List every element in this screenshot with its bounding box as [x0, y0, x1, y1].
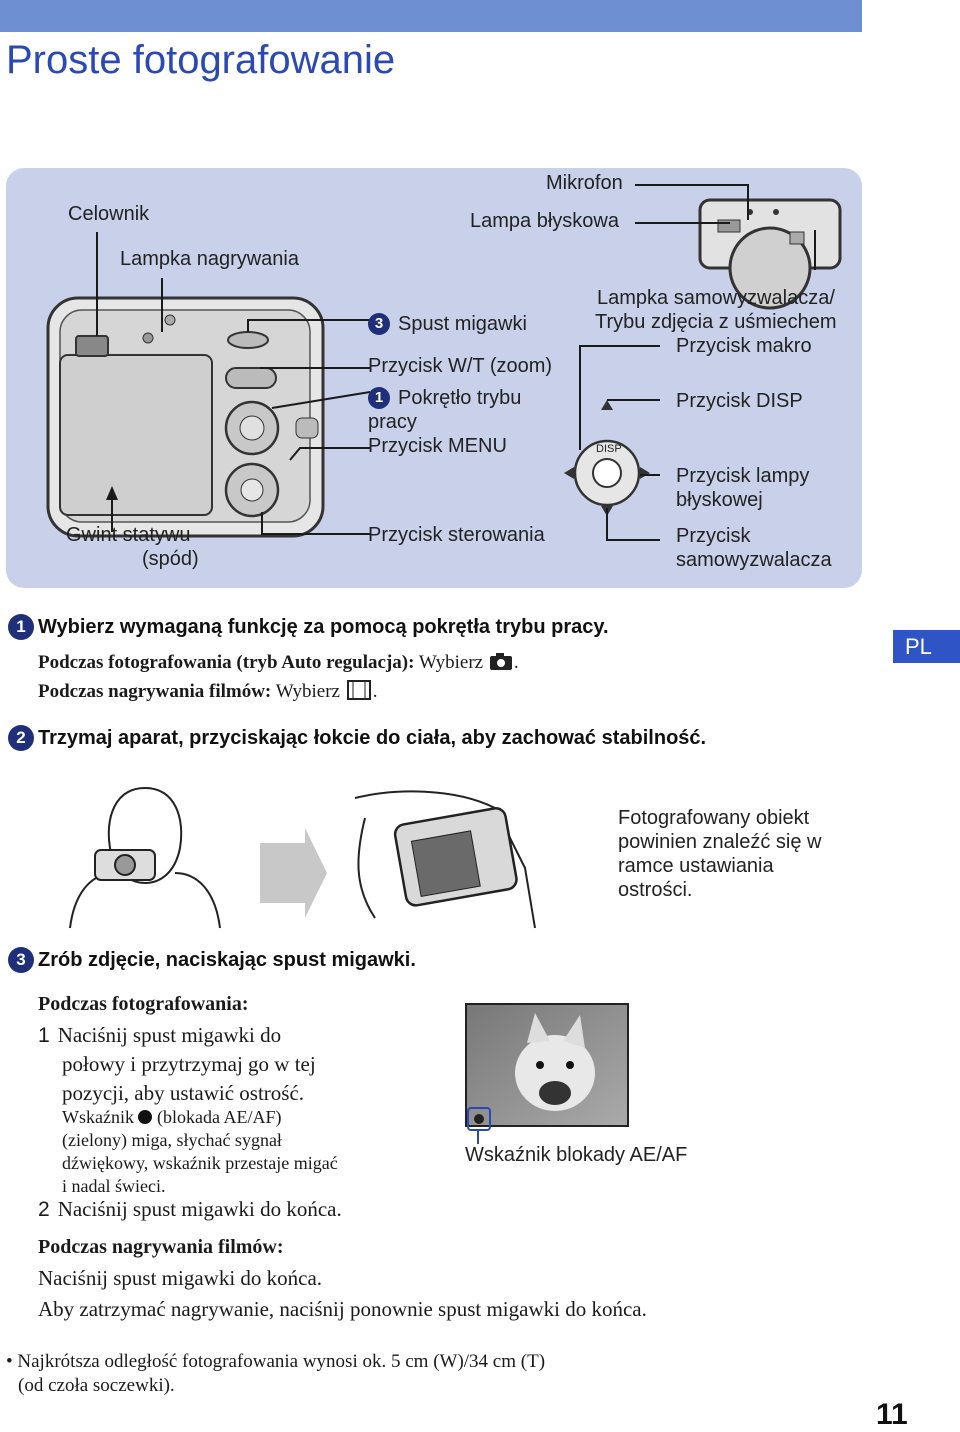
step2-note-b: powinien znaleźć się w — [618, 831, 822, 853]
ae-af-label: Wskaźnik blokady AE/AF — [465, 1144, 688, 1166]
camera-diagram — [46, 184, 842, 541]
disp-icon-label: DISP — [596, 443, 622, 455]
step2-note-c: ramce ustawiania — [618, 855, 774, 877]
label-lampka-nagrywania: Lampka nagrywania — [120, 248, 299, 270]
step3-movie-line1: Naciśnij spust migawki do końca. — [38, 1266, 323, 1290]
label-celownik: Celownik — [68, 203, 150, 225]
label-mikrofon: Mikrofon — [546, 172, 623, 194]
leader-lines — [96, 184, 816, 541]
step2-note-a: Fotografowany obiekt — [618, 807, 810, 829]
badge-3: 3 — [368, 313, 390, 335]
label-lampy-b: błyskowej — [676, 489, 763, 511]
label-pokretlo-b: pracy — [368, 411, 417, 433]
label-gwint-a: Gwint statywu — [66, 524, 191, 546]
ae-lock-dot-icon — [138, 1110, 153, 1124]
label-makro: Przycisk makro — [676, 335, 812, 357]
ae-af-lock-icon — [467, 1107, 491, 1131]
label-disp: Przycisk DISP — [676, 390, 803, 412]
footnote: • Najkrótsza odległość fotografowania wy… — [6, 1351, 546, 1396]
control-pad-illustration — [564, 400, 650, 516]
page-title: Proste fotografowanie — [6, 38, 396, 82]
step1-badge: 1 — [8, 614, 34, 640]
dog-photo — [465, 1003, 629, 1127]
step1-line1: Podczas fotografowania (tryb Auto regula… — [38, 652, 519, 673]
label-samowyz-b: Trybu zdjęcia z uśmiechem — [595, 311, 837, 333]
top-bar — [0, 0, 862, 32]
label-samowyz-a: Lampka samowyzwalacza/ — [597, 287, 835, 309]
camera-mode-icon — [489, 653, 512, 670]
step2-note-d: ostrości. — [618, 879, 693, 901]
step3-movie-line2: Aby zatrzymać nagrywanie, naciśnij ponow… — [38, 1297, 647, 1321]
label-samowyzwalacza-a: Przycisk — [676, 525, 751, 547]
step1-line2: Podczas nagrywania filmów: Wybierz . — [38, 680, 378, 702]
camera-back-illustration — [46, 296, 325, 538]
movie-mode-icon — [346, 680, 371, 700]
page-number: 11 — [876, 1398, 908, 1431]
step3-movie-heading: Podczas nagrywania filmów: — [38, 1236, 284, 1258]
ae-leader-line — [477, 1130, 479, 1144]
step3-subnote: Wskaźnik (blokada AE/AF) (zielony) miga,… — [62, 1107, 338, 1196]
language-tab: PL — [893, 630, 960, 663]
camera-front-illustration — [698, 198, 842, 310]
label-gwint-b: (spód) — [142, 548, 199, 570]
label-sterowania: Przycisk sterowania — [368, 524, 545, 546]
badge-1: 1 — [368, 387, 390, 409]
label-samowyzwalacza-b: samowyzwalacza — [676, 549, 832, 571]
step2-badge: 2 — [8, 725, 34, 751]
label-wt-zoom: Przycisk W/T (zoom) — [368, 355, 553, 377]
step3-badge: 3 — [8, 947, 34, 973]
label-lampa-blyskowa: Lampa błyskowa — [470, 210, 619, 232]
label-menu: Przycisk MENU — [368, 435, 507, 457]
holding-camera-illustration — [69, 786, 536, 929]
step3-photo-heading: Podczas fotografowania: — [38, 993, 249, 1015]
label-lampy-a: Przycisk lampy — [676, 465, 810, 487]
